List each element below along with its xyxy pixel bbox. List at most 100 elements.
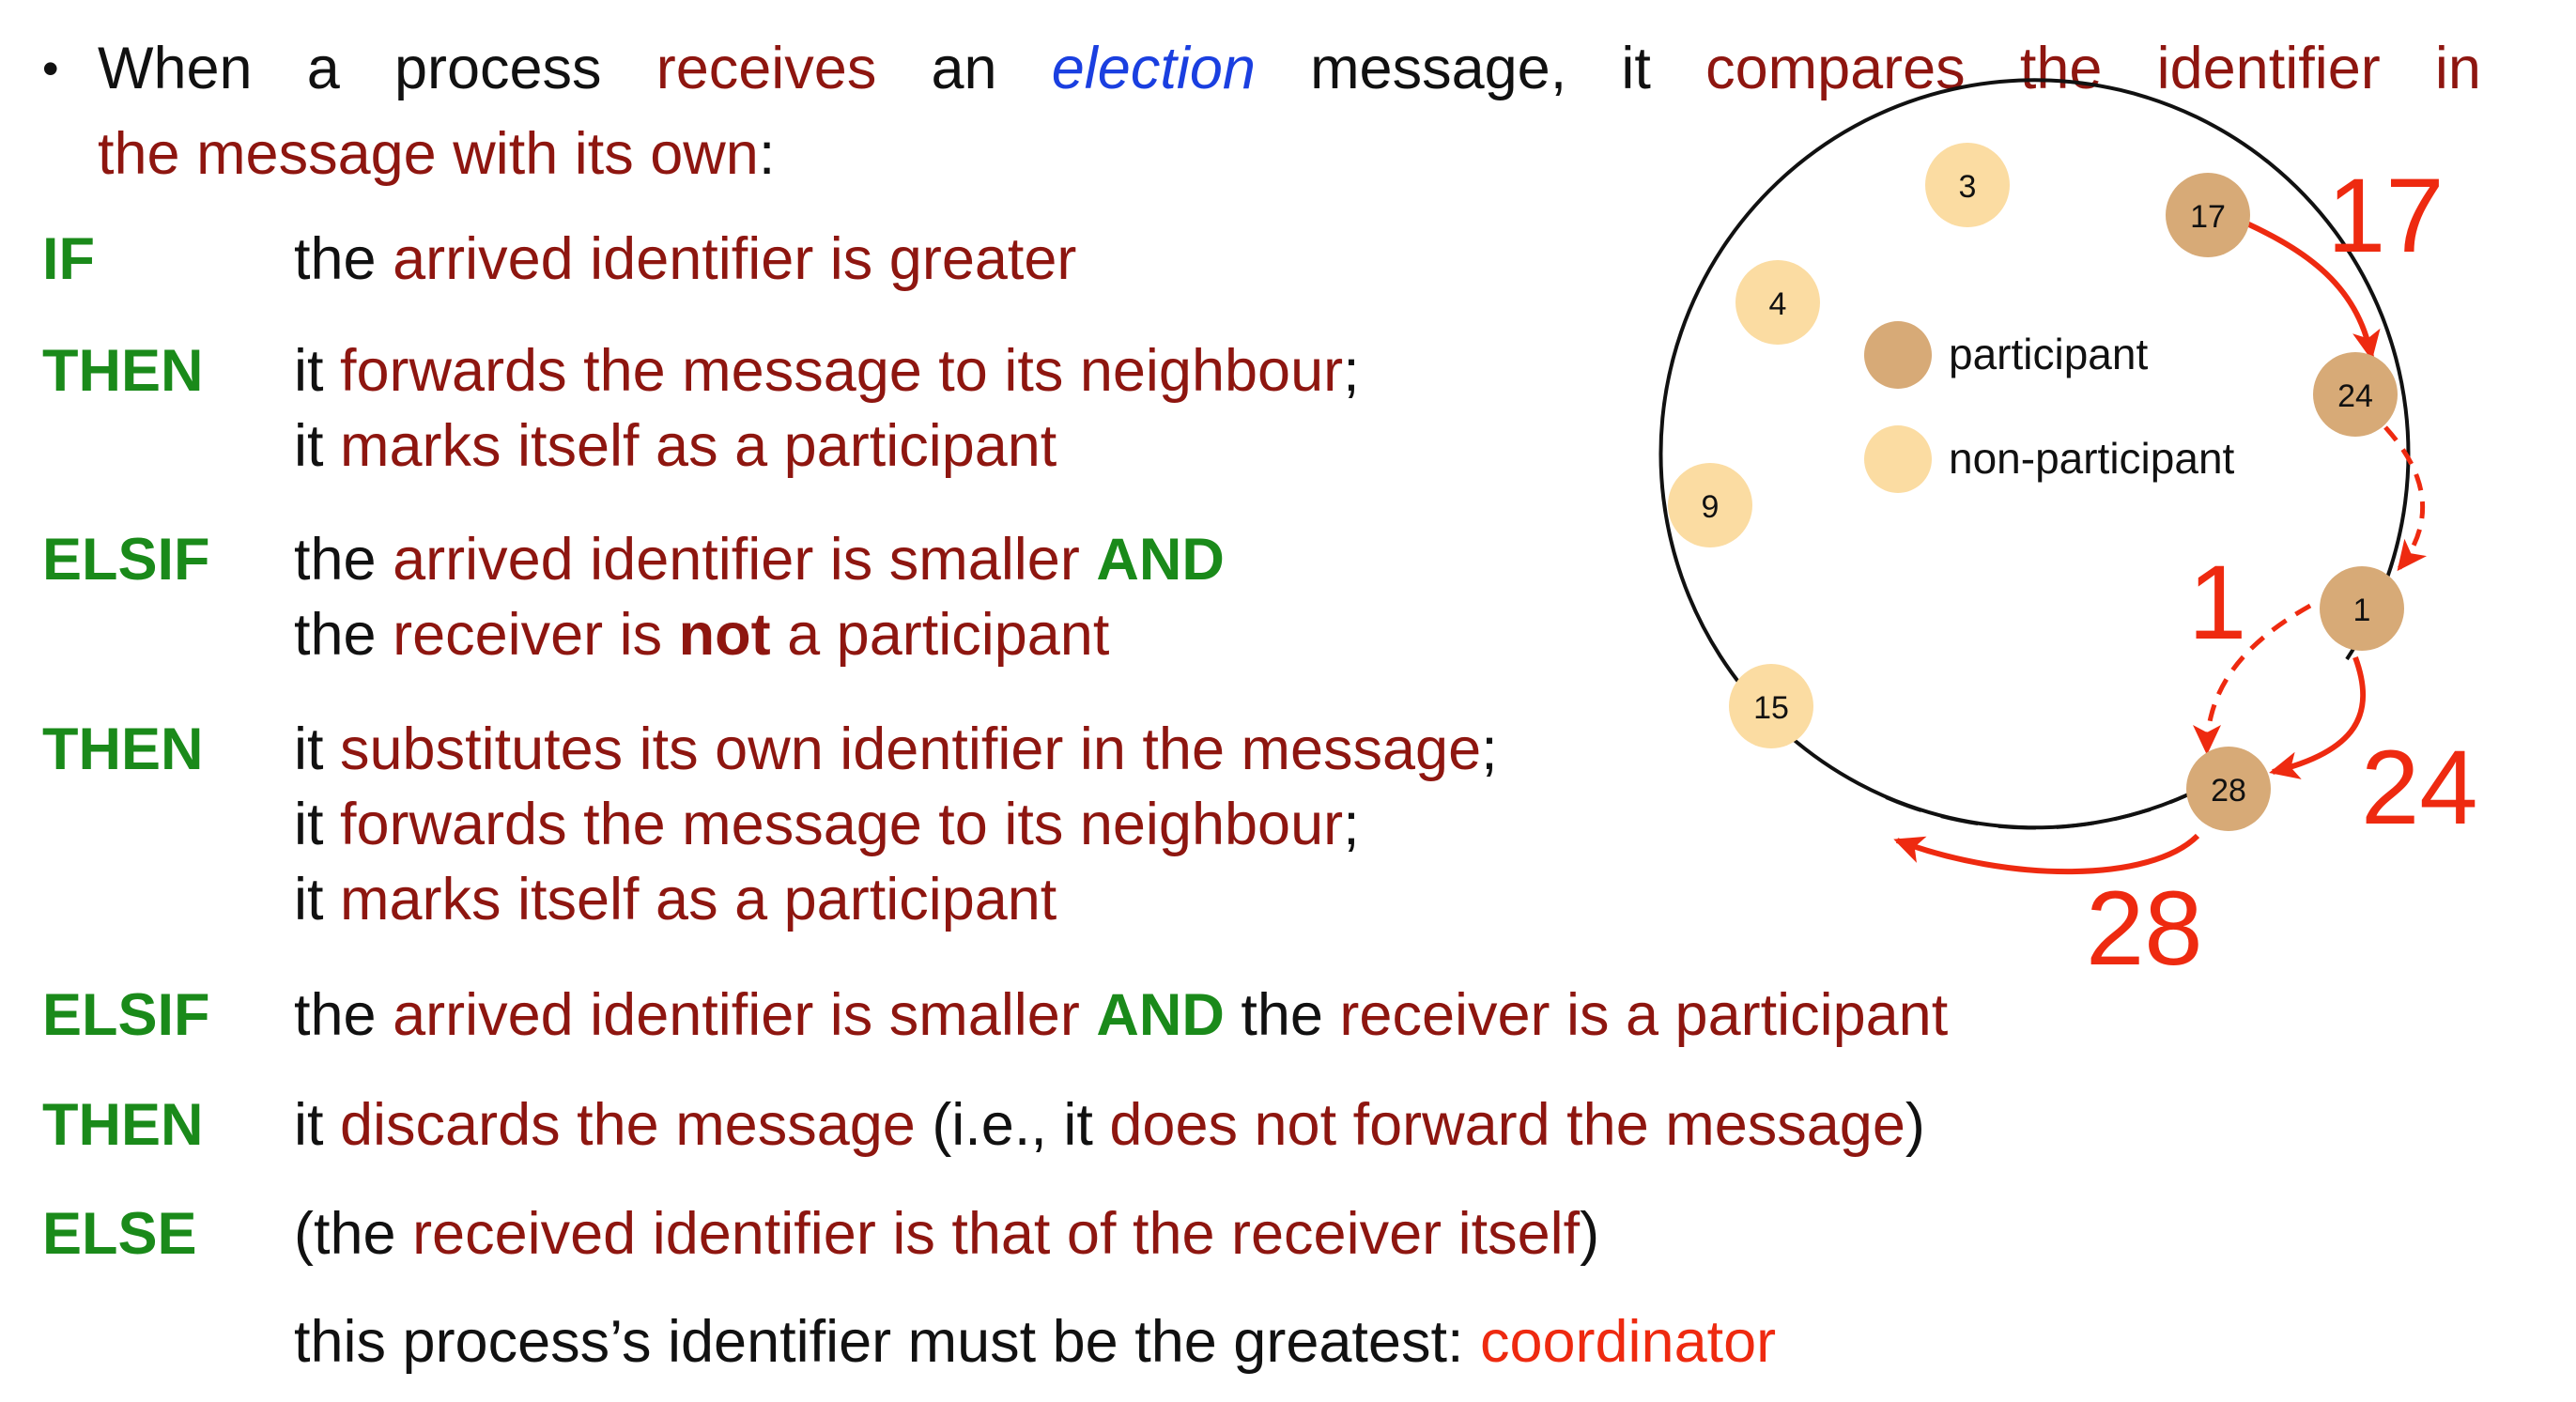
- intro-word: When: [98, 36, 253, 101]
- message-arrow-24: [2269, 655, 2367, 779]
- rule-text-segment: ): [1905, 1092, 1925, 1158]
- legend: participant non-participant: [1864, 321, 2235, 493]
- svg-text:4: 4: [1769, 286, 1787, 322]
- intro-line-2: the message with its own:: [98, 125, 775, 184]
- svg-text:3: 3: [1959, 169, 1977, 205]
- message-arrow-1-to-28: [2193, 603, 2312, 755]
- rule-text-line: it substitutes its own identifier in the…: [294, 720, 1498, 779]
- node-4: 4: [1735, 260, 1820, 345]
- rule-keyword-then: THEN: [42, 716, 204, 782]
- rule-text-segment: a participant: [770, 602, 1110, 668]
- rule-text-line: the arrived identifier is smaller AND th…: [294, 986, 1948, 1045]
- rule-text-segment: marks itself as a participant: [340, 867, 1057, 932]
- rule-text-segment: the: [294, 527, 393, 593]
- rule-text-line: it discards the message (i.e., it does n…: [294, 1096, 1925, 1155]
- svg-text:1: 1: [2353, 593, 2371, 628]
- rule-text-line: the receiver is not a participant: [294, 606, 1109, 665]
- svg-text:15: 15: [1753, 690, 1789, 726]
- rule-text-segment: receiver is: [393, 602, 679, 668]
- node-9: 9: [1668, 463, 1752, 547]
- rule-text-segment: does not forward the message: [1109, 1092, 1905, 1158]
- intro-word: an: [931, 36, 997, 101]
- rule-keyword-if: IF: [42, 226, 95, 292]
- rule-keyword-then: THEN: [42, 1092, 204, 1158]
- rule-text-segment: it: [294, 1092, 341, 1158]
- rule-keyword-then: THEN: [42, 338, 204, 404]
- intro-word: in: [2434, 36, 2481, 101]
- rule-text-segment: coordinator: [1479, 1309, 1777, 1375]
- node-28: 28: [2186, 747, 2271, 831]
- rule-text-segment: it: [294, 792, 341, 857]
- node-1: 1: [2320, 566, 2404, 651]
- node-17: 17: [2166, 173, 2250, 257]
- intro-word: election: [1051, 36, 1256, 101]
- rule-text-segment: marks itself as a participant: [340, 413, 1057, 479]
- rule-text-segment: AND: [1096, 982, 1225, 1048]
- message-label-1: 1: [2188, 544, 2246, 661]
- rule-text-segment: forwards the message to its neighbour: [340, 792, 1344, 857]
- svg-text:24: 24: [2337, 378, 2373, 414]
- rule-text-segment: the: [294, 226, 393, 292]
- intro-word: a: [306, 36, 340, 101]
- rule-keyword-else: ELSE: [42, 1201, 197, 1267]
- ring-solid: [1658, 78, 2411, 830]
- rule-text-segment: forwards the message to its neighbour: [340, 338, 1344, 404]
- intro-word: the: [2019, 36, 2103, 101]
- intro-line-2-emphasis: the message with its own: [98, 121, 759, 187]
- rule-text-line: (the received identifier is that of the …: [294, 1205, 1599, 1264]
- rule-text-segment: receiver is a participant: [1339, 982, 1949, 1048]
- rule-text-line: it forwards the message to its neighbour…: [294, 795, 1360, 855]
- bullet-dot: •: [42, 42, 59, 95]
- rule-text-line: the arrived identifier is greater: [294, 230, 1076, 289]
- rule-text-segment: arrived identifier is greater: [393, 226, 1077, 292]
- legend-non-participant-swatch: [1864, 425, 1932, 493]
- rule-text-segment: arrived identifier is smaller: [393, 982, 1097, 1048]
- rule-text-line: it forwards the message to its neighbour…: [294, 342, 1360, 401]
- rule-text-segment: ;: [1343, 338, 1360, 404]
- rule-keyword-elsif: ELSIF: [42, 527, 210, 593]
- rule-text-segment: the: [294, 602, 393, 668]
- intro-word: compares: [1705, 36, 1966, 101]
- rule-text-segment: (the: [294, 1201, 413, 1267]
- intro-word: it: [1621, 36, 1651, 101]
- rule-text-segment: discards the message: [340, 1092, 916, 1158]
- svg-text:9: 9: [1702, 489, 1720, 525]
- rule-text-segment: it: [294, 413, 341, 479]
- rule-text-line: it marks itself as a participant: [294, 870, 1057, 930]
- rule-text-segment: it: [294, 338, 341, 404]
- rule-text-segment: (i.e., it: [915, 1092, 1110, 1158]
- rule-text-segment: substitutes its own identifier in the me…: [340, 716, 1482, 782]
- rule-text-segment: the: [294, 982, 393, 1048]
- intro-word: receives: [656, 36, 877, 101]
- rule-text-line: this process’s identifier must be the gr…: [294, 1313, 1776, 1372]
- rule-text-segment: ): [1580, 1201, 1600, 1267]
- rule-text-segment: ;: [1343, 792, 1360, 857]
- intro-word: process: [393, 36, 602, 101]
- svg-text:28: 28: [2211, 773, 2246, 809]
- node-3: 3: [1925, 143, 2010, 227]
- rule-text-segment: AND: [1096, 527, 1225, 593]
- rule-text-line: it marks itself as a participant: [294, 417, 1057, 476]
- intro-word: message,: [1310, 36, 1567, 101]
- message-arrow-28: [1893, 833, 2200, 875]
- rule-text-segment: not: [678, 602, 771, 668]
- rule-text-segment: the: [1224, 982, 1340, 1048]
- message-label-17: 17: [2327, 157, 2445, 274]
- node-24: 24: [2313, 352, 2398, 437]
- message-label-28: 28: [2086, 870, 2203, 987]
- node-15: 15: [1729, 664, 1813, 748]
- rule-text-segment: this process’s identifier must be the gr…: [294, 1309, 1480, 1375]
- rule-text-segment: arrived identifier is smaller: [393, 527, 1097, 593]
- legend-participant-swatch: [1864, 321, 1932, 389]
- rule-text-segment: ;: [1481, 716, 1498, 782]
- rule-text-segment: it: [294, 716, 341, 782]
- legend-non-participant-label: non-participant: [1949, 434, 2235, 483]
- message-arrow-17: [2224, 211, 2381, 361]
- rule-text-line: the arrived identifier is smaller AND: [294, 531, 1225, 590]
- rule-text-segment: it: [294, 867, 341, 932]
- rule-text-segment: received identifier is that of the recei…: [412, 1201, 1581, 1267]
- intro-word: identifier: [2156, 36, 2381, 101]
- intro-line-2-colon: :: [758, 121, 776, 187]
